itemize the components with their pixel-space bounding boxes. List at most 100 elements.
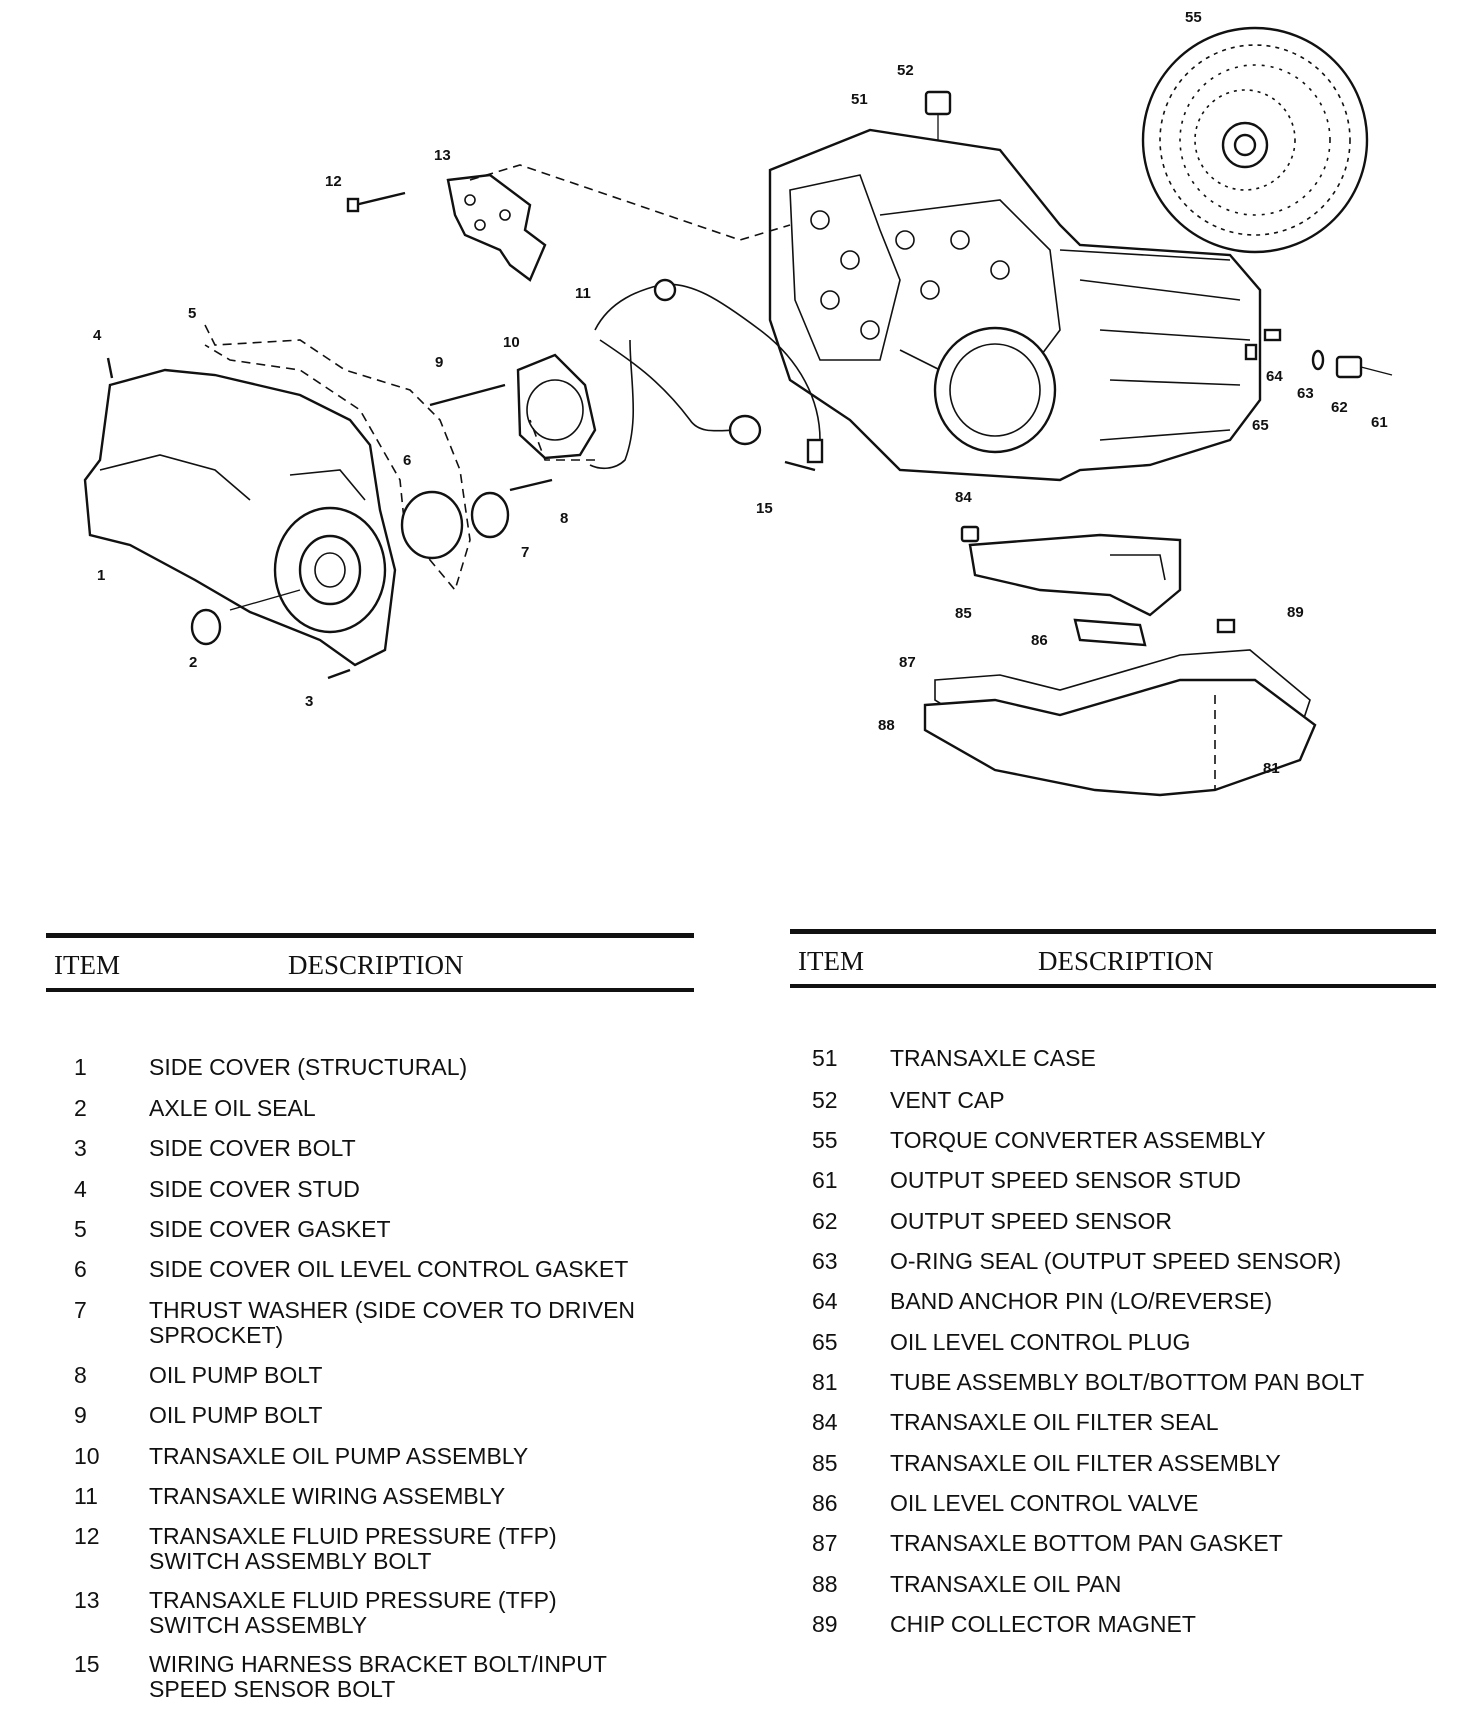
item-number: 7 <box>74 1297 87 1323</box>
callout-52: 52 <box>897 62 914 79</box>
oil-pan <box>923 618 1317 797</box>
transaxle-case <box>768 128 1262 482</box>
item-number: 81 <box>812 1369 838 1395</box>
item-description: OUTPUT SPEED SENSOR <box>890 1208 1173 1234</box>
item-number: 1 <box>74 1054 87 1080</box>
callout-85: 85 <box>955 605 972 622</box>
item-description: WIRING HARNESS BRACKET BOLT/INPUT SPEED … <box>149 1651 607 1702</box>
item-description: OIL PUMP BOLT <box>149 1362 323 1388</box>
item-number: 62 <box>812 1208 838 1234</box>
callout-89: 89 <box>1287 604 1304 621</box>
callout-64: 64 <box>1266 368 1283 385</box>
header-item: ITEM <box>798 946 864 976</box>
item-number: 87 <box>812 1530 838 1556</box>
item-number: 6 <box>74 1256 87 1282</box>
callout-9: 9 <box>435 354 443 371</box>
item-number: 11 <box>74 1483 98 1509</box>
item-description: VENT CAP <box>890 1087 1005 1113</box>
callout-86: 86 <box>1031 632 1048 649</box>
callout-15: 15 <box>756 500 773 517</box>
output-speed-sensor <box>1244 328 1393 379</box>
item-description: SIDE COVER STUD <box>149 1176 360 1202</box>
table-header-rule <box>790 984 1436 988</box>
wiring-assembly <box>589 278 824 472</box>
item-description: TRANSAXLE WIRING ASSEMBLY <box>149 1483 506 1509</box>
item-number: 15 <box>74 1651 100 1677</box>
item-number: 4 <box>74 1176 87 1202</box>
item-description: OUTPUT SPEED SENSOR STUD <box>890 1167 1242 1193</box>
side-cover <box>83 368 397 667</box>
item-number: 84 <box>812 1409 838 1435</box>
table-top-rule <box>790 929 1436 934</box>
side-cover-bolt <box>327 668 351 680</box>
item-number: 9 <box>74 1402 87 1428</box>
oil-level-control-gasket <box>400 490 464 560</box>
item-number: 89 <box>812 1611 838 1637</box>
oil-pump-assembly <box>429 353 597 492</box>
item-number: 8 <box>74 1362 87 1388</box>
callout-65: 65 <box>1252 417 1269 434</box>
callout-5: 5 <box>188 305 196 322</box>
callout-8: 8 <box>560 510 568 527</box>
item-number: 85 <box>812 1450 838 1476</box>
callout-4: 4 <box>93 327 102 344</box>
item-description: TRANSAXLE FLUID PRESSURE (TFP) SWITCH AS… <box>149 1523 557 1574</box>
table-top-rule <box>46 933 694 938</box>
item-description: TRANSAXLE OIL FILTER ASSEMBLY <box>890 1450 1281 1476</box>
callout-62: 62 <box>1331 399 1348 416</box>
callout-7: 7 <box>521 544 529 561</box>
torque-converter <box>1141 26 1369 254</box>
header-item: ITEM <box>54 950 120 980</box>
item-number: 3 <box>74 1135 87 1161</box>
callout-51: 51 <box>851 91 868 108</box>
table-header: ITEM DESCRIPTION <box>46 938 694 988</box>
callout-88: 88 <box>878 717 895 734</box>
callout-3: 3 <box>305 693 313 710</box>
item-description: THRUST WASHER (SIDE COVER TO DRIVEN SPRO… <box>149 1297 636 1348</box>
item-description: AXLE OIL SEAL <box>149 1095 316 1121</box>
item-description: CHIP COLLECTOR MAGNET <box>890 1611 1196 1637</box>
item-description: OIL LEVEL CONTROL PLUG <box>890 1329 1191 1355</box>
item-description: TRANSAXLE FLUID PRESSURE (TFP) SWITCH AS… <box>149 1587 557 1638</box>
item-number: 5 <box>74 1216 87 1242</box>
item-description: TRANSAXLE OIL PUMP ASSEMBLY <box>149 1443 529 1469</box>
header-description: DESCRIPTION <box>1038 946 1214 976</box>
item-description: TUBE ASSEMBLY BOLT/BOTTOM PAN BOLT <box>890 1369 1365 1395</box>
parts-table-right: ITEM DESCRIPTION 51 TRANSAXLE CASE 52 VENT … <box>790 929 1436 1649</box>
callout-6: 6 <box>403 452 411 469</box>
item-description: SIDE COVER BOLT <box>149 1135 356 1161</box>
item-description: SIDE COVER (STRUCTURAL) <box>149 1054 468 1080</box>
oil-level-control-valve <box>1073 618 1147 647</box>
callout-12: 12 <box>325 173 342 190</box>
item-number: 13 <box>74 1587 100 1613</box>
tfp-switch-assembly <box>346 173 547 282</box>
axle-oil-seal <box>190 608 222 646</box>
side-cover-gasket <box>204 324 471 592</box>
callout-63: 63 <box>1297 385 1314 402</box>
callout-87: 87 <box>899 654 916 671</box>
item-description: TRANSAXLE CASE <box>890 1045 1096 1071</box>
callout-1: 1 <box>97 567 105 584</box>
item-description: SIDE COVER GASKET <box>149 1216 391 1242</box>
item-description: TORQUE CONVERTER ASSEMBLY <box>890 1127 1266 1153</box>
callout-11: 11 <box>575 285 591 302</box>
item-number: 64 <box>812 1288 838 1314</box>
item-number: 86 <box>812 1490 838 1516</box>
item-number: 52 <box>812 1087 838 1113</box>
side-cover-stud <box>106 357 114 379</box>
item-number: 63 <box>812 1248 838 1274</box>
parts-table-left: ITEM DESCRIPTION 1 SIDE COVER (STRUCTURAL… <box>46 933 694 1713</box>
callout-84: 84 <box>955 489 972 506</box>
item-number: 12 <box>74 1523 100 1549</box>
item-description: O-RING SEAL (OUTPUT SPEED SENSOR) <box>890 1248 1342 1274</box>
item-number: 55 <box>812 1127 838 1153</box>
callout-13: 13 <box>434 147 451 164</box>
callout-61: 61 <box>1371 414 1388 431</box>
item-number: 51 <box>812 1045 838 1071</box>
callout-2: 2 <box>189 654 197 671</box>
item-description: OIL PUMP BOLT <box>149 1402 323 1428</box>
item-description: OIL LEVEL CONTROL VALVE <box>890 1490 1199 1516</box>
thrust-washer <box>470 491 510 539</box>
item-description: TRANSAXLE OIL FILTER SEAL <box>890 1409 1219 1435</box>
item-number: 61 <box>812 1167 838 1193</box>
